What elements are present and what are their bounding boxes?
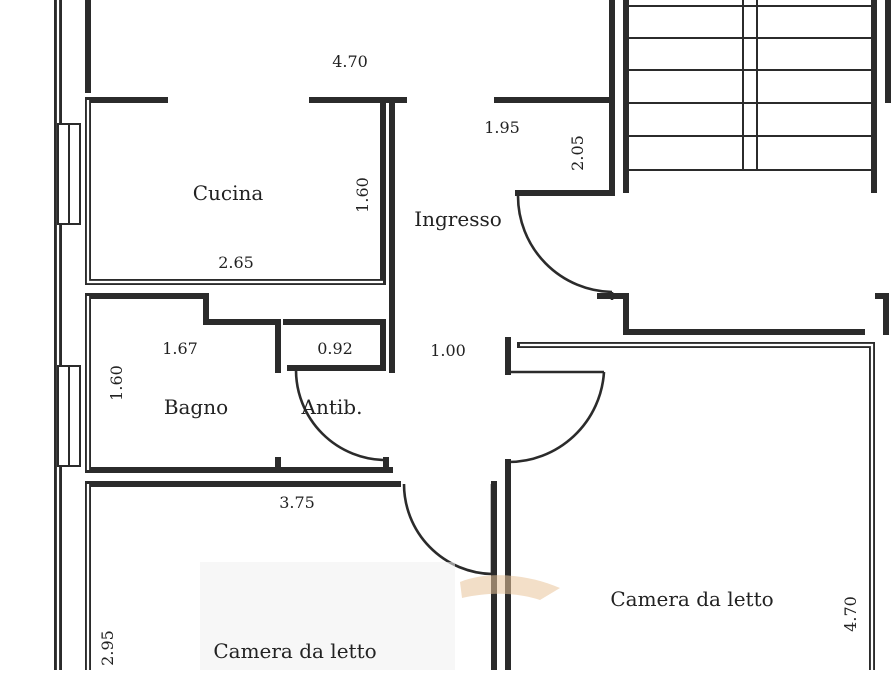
bedroom-right-door (507, 370, 606, 464)
dimension-kitchen-height: 1.60 (353, 177, 372, 213)
window-kitchen (57, 123, 81, 225)
kitchen-walls (85, 0, 407, 285)
room-label-kitchen: Cucina (193, 181, 264, 205)
bathroom-walls (85, 293, 393, 473)
dimension-kitchen-width: 2.65 (218, 253, 254, 272)
antib-door (294, 369, 387, 462)
dimension-bedroom-right-height: 4.70 (841, 596, 860, 632)
room-label-bedroom-right: Camera da letto (610, 587, 773, 611)
outer-left-wall (54, 0, 62, 673)
dimension-entrance-width: 1.95 (484, 118, 520, 137)
dimension-bath-width: 1.67 (162, 339, 198, 358)
upper-corridor-walls (389, 0, 615, 373)
dimension-bath-height: 1.60 (107, 365, 126, 401)
window-bathroom (57, 365, 81, 467)
room-label-entrance: Ingresso (414, 207, 502, 231)
dimension-top-width: 4.70 (332, 52, 368, 71)
room-label-antibath: Antib. (301, 395, 363, 419)
bedroom-left-door (402, 483, 494, 576)
dimension-entrance-depth: 2.05 (568, 135, 587, 171)
dimension-lower-width: 3.75 (279, 493, 315, 512)
entrance-door (516, 193, 614, 300)
room-label-bedroom-left: Camera da letto (213, 639, 376, 663)
room-label-bathroom: Bagno (164, 395, 228, 419)
dimension-corridor-width: 1.00 (430, 341, 466, 360)
watermark (200, 562, 560, 670)
stair-walls (623, 0, 891, 193)
dimension-bedroom-left-height: 2.95 (98, 630, 117, 666)
dimension-antib-width: 0.92 (317, 339, 353, 358)
staircase (626, 0, 874, 171)
